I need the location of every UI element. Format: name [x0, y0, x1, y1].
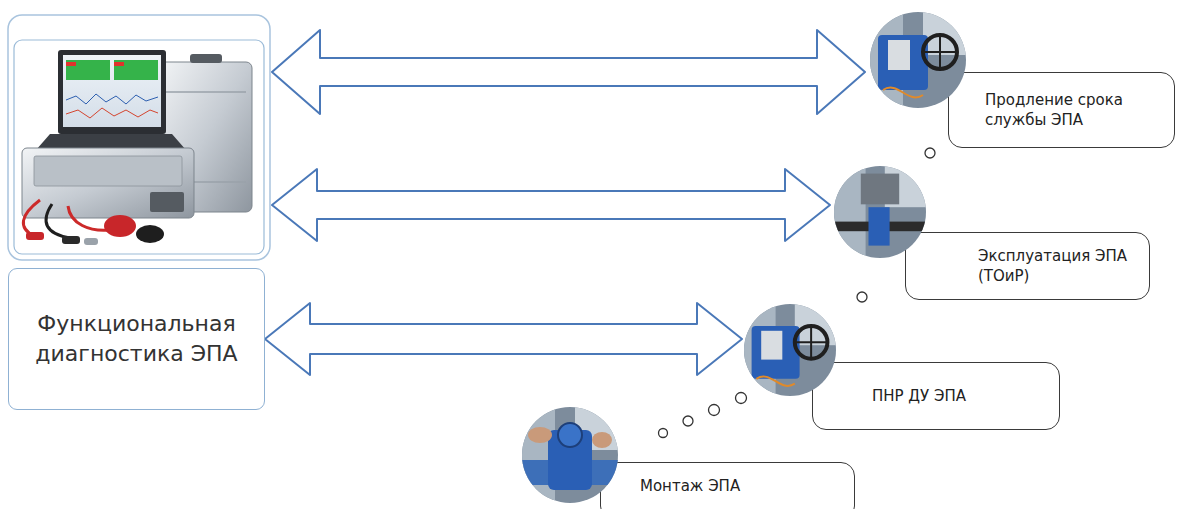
double-arrow — [272, 30, 865, 114]
diagnostic-equipment — [22, 50, 252, 245]
double-arrow — [265, 303, 742, 375]
photo-circle — [742, 302, 838, 398]
photo-circle — [520, 405, 620, 505]
callout-box — [948, 72, 1175, 148]
callout-node: Продление срока службы ЭПА — [866, 8, 1178, 153]
box-label: Функциональная диагностика ЭПА — [23, 309, 250, 369]
callout-text: ПНР ДУ ЭПА — [872, 386, 966, 406]
photo-circle — [868, 10, 968, 110]
double-arrow — [272, 169, 830, 241]
callout-label: ПНР ДУ ЭПА — [872, 386, 966, 406]
callout-node: ПНР ДУ ЭПА — [742, 302, 1064, 434]
picture-inner-frame — [14, 40, 264, 254]
text-box: Функциональная диагностика ЭПА — [8, 268, 265, 410]
callout-node: Эксплуатация ЭПА (ТОиР) — [832, 164, 1154, 304]
callout-text: Продление срока службы ЭПА — [985, 90, 1150, 130]
callout-label: Продление срока службы ЭПА — [985, 90, 1150, 130]
callout-label: Эксплуатация ЭПА (ТОиР) — [978, 246, 1128, 286]
callout-label: Монтаж ЭПА — [640, 476, 740, 496]
text-stack: Функциональная диагностика ЭПА — [23, 309, 250, 369]
callout-box — [905, 232, 1150, 300]
picture-frame — [8, 15, 270, 260]
callout-node: Монтаж ЭПА — [520, 405, 860, 509]
callout-text: Эксплуатация ЭПА (ТОиР) — [978, 246, 1128, 286]
photo-circle — [832, 164, 928, 260]
callout-text: Монтаж ЭПА — [640, 476, 740, 496]
